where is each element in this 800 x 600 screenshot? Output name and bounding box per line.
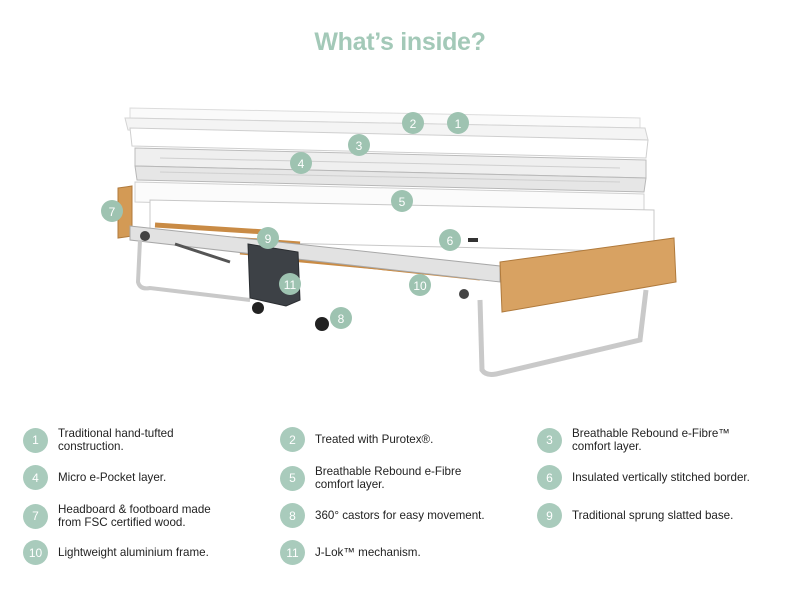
legend-badge: 5	[280, 465, 305, 491]
legend-item-7: 7 Headboard & footboard made from FSC ce…	[23, 503, 273, 529]
marker-10: 10	[409, 274, 431, 296]
legend-text: 360° castors for easy movement.	[315, 509, 485, 522]
legend-badge: 6	[537, 465, 562, 490]
legend-item-8: 8 360° castors for easy movement.	[280, 503, 530, 528]
legend-text: Traditional sprung slatted base.	[572, 509, 734, 522]
marker-3: 3	[348, 134, 370, 156]
legend-item-2: 2 Treated with Purotex®.	[280, 427, 530, 452]
marker-7: 7	[101, 200, 123, 222]
legend-item-4: 4 Micro e-Pocket layer.	[23, 465, 273, 490]
legend-badge: 4	[23, 465, 48, 490]
legend-item-6: 6 Insulated vertically stitched border.	[537, 465, 787, 490]
marker-1: 1	[447, 112, 469, 134]
legend-text: Treated with Purotex®.	[315, 433, 434, 446]
legend-text: Lightweight aluminium frame.	[58, 546, 209, 559]
legend-text: Headboard & footboard made from FSC cert…	[58, 503, 211, 529]
marker-4: 4	[290, 152, 312, 174]
legend-badge: 9	[537, 503, 562, 528]
legend-badge: 7	[23, 503, 48, 529]
marker-9: 9	[257, 227, 279, 249]
legend-text: Insulated vertically stitched border.	[572, 471, 750, 484]
legend-item-10: 10 Lightweight aluminium frame.	[23, 540, 273, 565]
legend-badge: 2	[280, 427, 305, 452]
legend-item-1: 1 Traditional hand-tufted construction.	[23, 427, 273, 453]
svg-text:4: 4	[298, 157, 305, 171]
svg-text:1: 1	[455, 117, 462, 131]
legend-text: J-Lok™ mechanism.	[315, 546, 421, 559]
svg-text:10: 10	[413, 279, 427, 293]
marker-8: 8	[330, 307, 352, 329]
legend-item-5: 5 Breathable Rebound e-Fibre comfort lay…	[280, 465, 530, 491]
legend-item-9: 9 Traditional sprung slatted base.	[537, 503, 787, 528]
legend-badge: 1	[23, 427, 48, 453]
legend-text: Breathable Rebound e-Fibre comfort layer…	[315, 465, 462, 491]
legend-item-11: 11 J-Lok™ mechanism.	[280, 540, 530, 565]
marker-2: 2	[402, 112, 424, 134]
svg-text:2: 2	[410, 117, 417, 131]
svg-text:5: 5	[399, 195, 406, 209]
legend-text: Breathable Rebound e-Fibre™ comfort laye…	[572, 427, 730, 453]
legend-badge: 10	[23, 540, 48, 565]
legend-badge: 11	[280, 540, 305, 565]
top-comfort-layer	[124, 107, 649, 159]
svg-text:9: 9	[265, 232, 272, 246]
svg-text:8: 8	[338, 312, 345, 326]
marker-11: 11	[279, 273, 301, 295]
legend-item-3: 3 Breathable Rebound e-Fibre™ comfort la…	[537, 427, 787, 453]
legend-text: Traditional hand-tufted construction.	[58, 427, 174, 453]
legend-badge: 8	[280, 503, 305, 528]
legend-badge: 3	[537, 427, 562, 453]
bed-illustration: 1 2 3 4 5 6 7 8 9 10 11	[101, 107, 677, 377]
marker-5: 5	[391, 190, 413, 212]
micro-pocket-layer	[134, 147, 647, 193]
bed-frame	[117, 185, 677, 377]
svg-text:11: 11	[284, 278, 297, 292]
legend-text: Micro e-Pocket layer.	[58, 471, 167, 484]
svg-text:6: 6	[447, 234, 454, 248]
svg-text:3: 3	[356, 139, 363, 153]
marker-6: 6	[439, 229, 461, 251]
svg-text:7: 7	[109, 205, 116, 219]
page-title: What’s inside?	[314, 28, 486, 56]
